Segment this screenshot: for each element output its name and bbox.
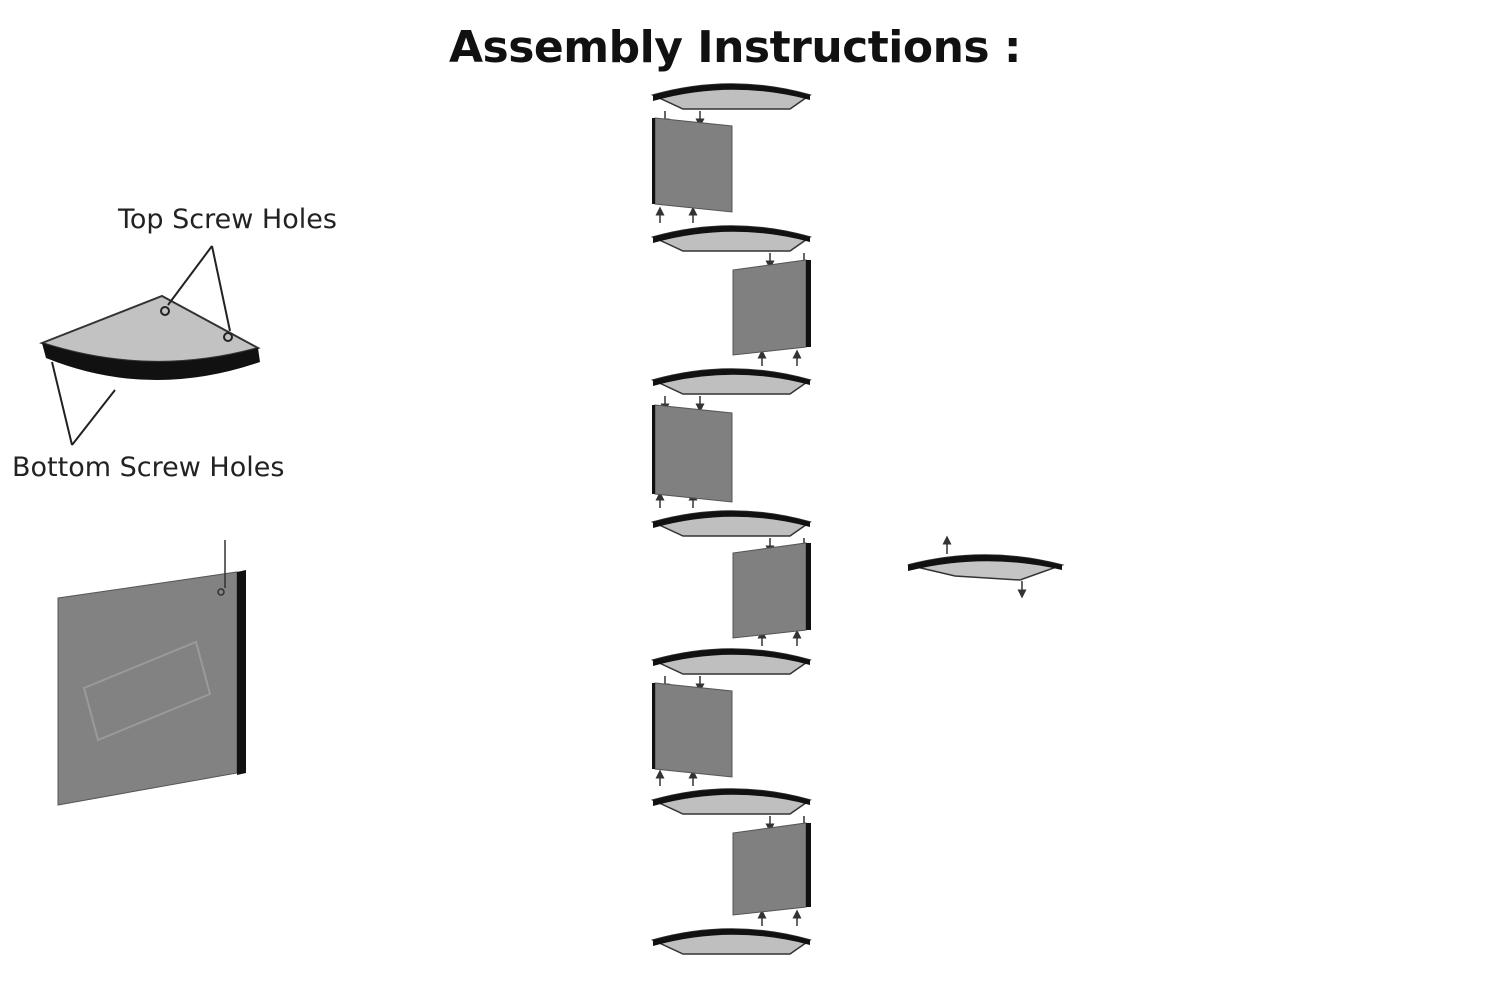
top-screw-hole-2 — [223, 332, 233, 342]
assembly-column — [650, 83, 812, 955]
extra-shelf — [907, 535, 1065, 599]
panel-2-face — [732, 259, 807, 356]
panel-detail-edge — [237, 570, 246, 775]
shelf-4-edge — [653, 511, 810, 528]
panel-3-face — [654, 404, 733, 503]
shelf-6-edge — [653, 789, 810, 806]
bottom-callout-line-2 — [71, 389, 116, 446]
panel-6-face — [732, 822, 807, 916]
shelf-detail — [39, 245, 261, 446]
top-callout-line-1 — [167, 245, 213, 306]
panel-detail-screw-hole — [217, 588, 225, 596]
panel-2-edge — [806, 260, 811, 347]
panel-4-face — [732, 542, 807, 639]
panel-5-edge — [652, 683, 655, 769]
bottom-screw-holes-label: Bottom Screw Holes — [12, 452, 285, 483]
extra-shelf-edge — [908, 555, 1062, 571]
shelf-7-edge — [653, 929, 810, 946]
shelf-3-edge — [653, 369, 810, 386]
panel-6-edge — [806, 823, 811, 907]
page-title: Assembly Instructions : — [449, 22, 1022, 73]
top-screw-hole-1 — [160, 306, 170, 316]
shelf-detail-top — [39, 294, 261, 363]
panel-1-face — [654, 117, 733, 213]
shelf-1-edge — [653, 84, 810, 101]
panel-4-edge — [806, 543, 811, 630]
top-callout-line-2 — [211, 245, 231, 332]
shelf-2-edge — [653, 226, 810, 243]
panel-detail — [57, 540, 246, 806]
top-screw-holes-label: Top Screw Holes — [118, 204, 337, 235]
panel-3-edge — [652, 405, 655, 494]
shelf-5-edge — [653, 649, 810, 666]
panel-detail-label-plate — [82, 640, 212, 742]
panel-1-edge — [652, 118, 655, 204]
bottom-callout-line-1 — [51, 361, 73, 446]
shelf-detail-front-edge — [42, 343, 260, 381]
panel-5-face — [654, 682, 733, 778]
